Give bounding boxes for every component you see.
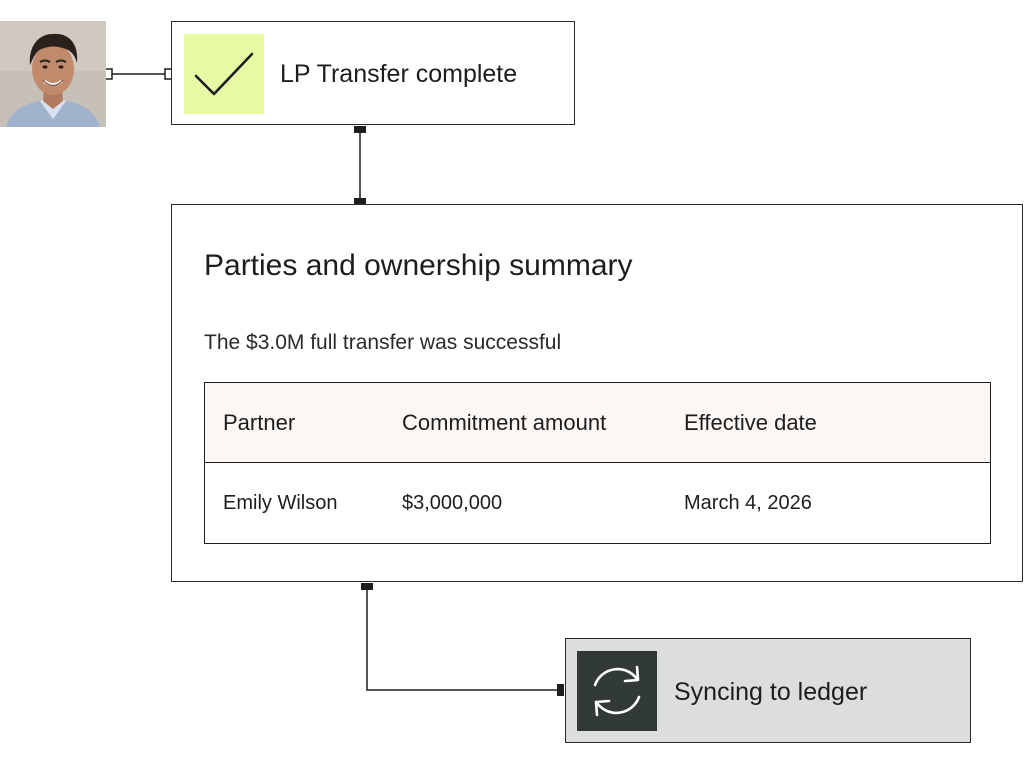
ownership-table: Partner Commitment amount Effective date… xyxy=(204,382,991,544)
checkmark-icon xyxy=(194,52,254,96)
status-icon-tile xyxy=(184,34,264,114)
column-header-partner: Partner xyxy=(223,410,296,435)
column-header-commitment-amount: Commitment amount xyxy=(402,410,607,435)
sync-arrows-icon xyxy=(593,665,641,717)
status-card[interactable]: LP Transfer complete xyxy=(171,21,575,125)
connector-port xyxy=(354,126,366,133)
status-label: LP Transfer complete xyxy=(280,60,518,88)
connector-port xyxy=(361,583,373,590)
table-header-row xyxy=(205,383,990,463)
column-header-effective-date: Effective date xyxy=(684,410,817,435)
cell-commitment-amount: $3,000,000 xyxy=(402,492,503,514)
cell-partner: Emily Wilson xyxy=(223,492,338,514)
sync-icon-tile xyxy=(577,651,657,731)
summary-subtitle: The $3.0M full transfer was successful xyxy=(204,331,562,354)
summary-panel: Parties and ownership summary The $3.0M … xyxy=(171,204,1023,582)
sync-card[interactable]: Syncing to ledger xyxy=(565,638,971,743)
sync-label: Syncing to ledger xyxy=(674,678,868,706)
cell-effective-date: March 4, 2026 xyxy=(684,492,812,514)
user-photo-icon xyxy=(0,21,106,127)
connector-port xyxy=(557,684,564,696)
summary-title: Parties and ownership summary xyxy=(204,249,633,282)
avatar[interactable] xyxy=(0,21,106,127)
